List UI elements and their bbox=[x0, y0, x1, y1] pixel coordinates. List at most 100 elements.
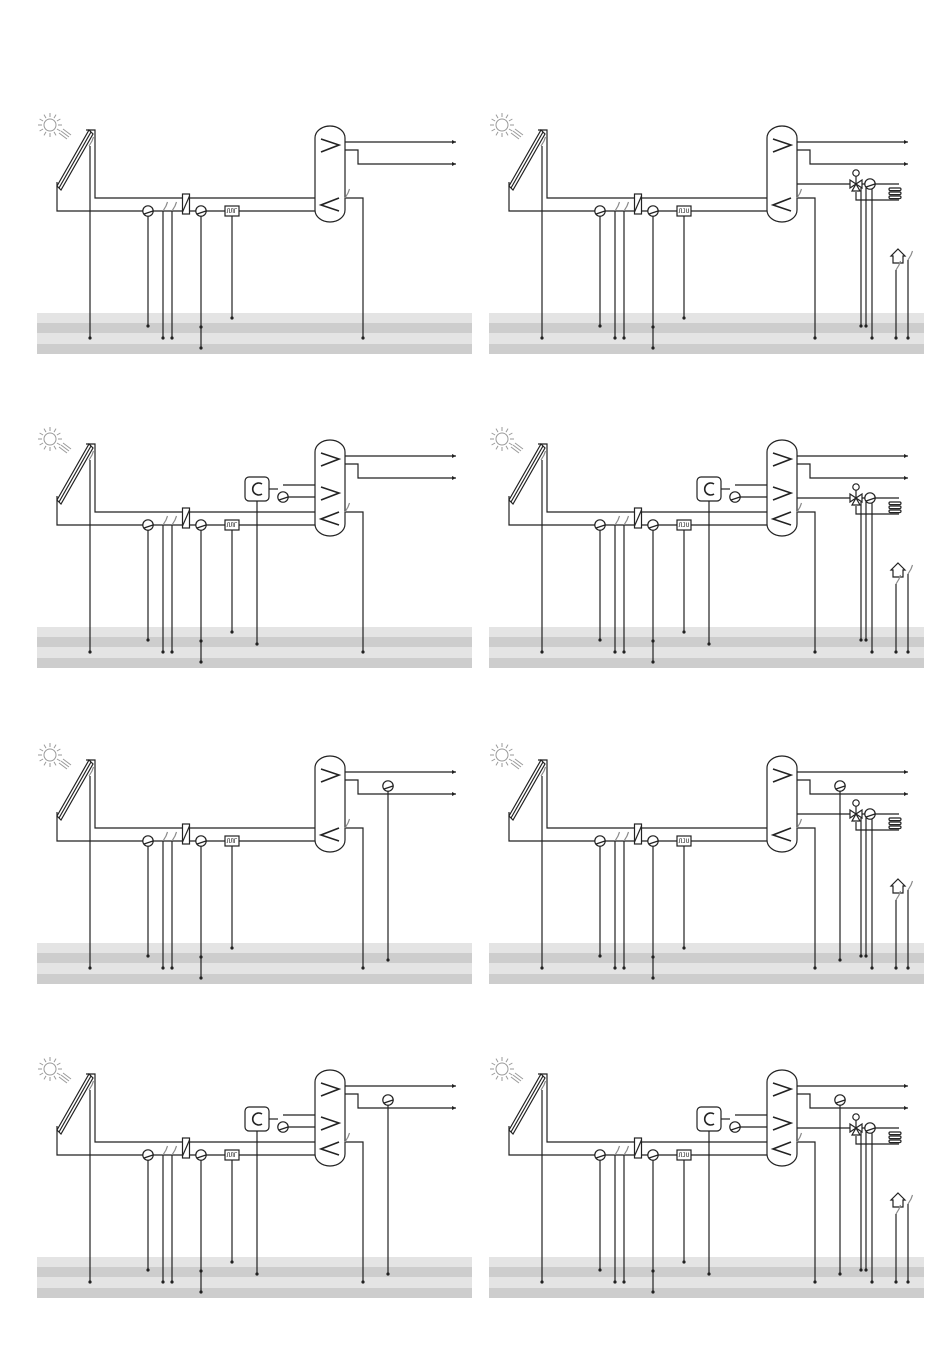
pump-icon bbox=[865, 809, 875, 819]
pump-icon bbox=[143, 836, 153, 846]
wire-terminal-dot bbox=[170, 336, 173, 339]
controller-symbol: ЛJU bbox=[679, 1152, 690, 1159]
collector-icon bbox=[509, 444, 545, 504]
band-bottom bbox=[489, 344, 924, 354]
wire-terminal-dot bbox=[386, 1272, 389, 1275]
band-middle bbox=[489, 1267, 924, 1277]
temperature-sensor-icon bbox=[797, 503, 802, 512]
pipe-line bbox=[59, 446, 91, 502]
band-middle bbox=[489, 953, 924, 963]
collector-icon bbox=[57, 130, 93, 190]
pipe-line bbox=[511, 762, 543, 818]
controller-symbol: ЛJU bbox=[679, 208, 690, 215]
controller-symbol: ЛЛГ bbox=[227, 838, 238, 845]
wire-terminal-dot bbox=[170, 650, 173, 653]
wire-terminal-dot bbox=[361, 1280, 364, 1283]
wire-terminal-dot bbox=[146, 324, 149, 327]
band-top bbox=[489, 313, 924, 323]
collector-icon bbox=[57, 444, 93, 504]
band-top bbox=[37, 1257, 472, 1267]
wire-terminal-dot bbox=[255, 642, 258, 645]
wire-terminal-dot bbox=[859, 954, 862, 957]
wire-terminal-dot bbox=[199, 325, 202, 328]
temperature-sensor-icon bbox=[615, 516, 620, 525]
band-lower bbox=[37, 333, 472, 344]
sun-icon bbox=[490, 1057, 523, 1083]
pump-icon bbox=[383, 781, 393, 791]
pipe-line bbox=[511, 446, 543, 502]
radiator-icon bbox=[889, 502, 901, 513]
temperature-sensor-icon bbox=[624, 202, 629, 211]
temperature-sensor-icon bbox=[172, 832, 177, 841]
controller-symbol: ЛЛГ bbox=[227, 1152, 238, 1159]
wire-terminal-dot bbox=[230, 1260, 233, 1263]
mixing-valve-icon bbox=[850, 170, 862, 191]
wire-terminal-dot bbox=[906, 650, 909, 653]
band-middle bbox=[37, 953, 472, 963]
controller-symbol: ЛJU bbox=[679, 838, 690, 845]
sun-icon bbox=[490, 743, 523, 769]
sun-icon bbox=[38, 113, 71, 139]
band-top bbox=[37, 627, 472, 637]
pipe-line bbox=[538, 760, 767, 828]
boiler-icon bbox=[245, 477, 269, 501]
wire-terminal-dot bbox=[894, 336, 897, 339]
pump-icon bbox=[196, 836, 206, 846]
wire-terminal-dot bbox=[161, 336, 164, 339]
sun-icon bbox=[490, 113, 523, 139]
wire-terminal-dot bbox=[906, 1280, 909, 1283]
sun-icon bbox=[38, 1057, 71, 1083]
controller-symbol: ЛJU bbox=[679, 522, 690, 529]
controller-symbol: ЛЛГ bbox=[227, 208, 238, 215]
pipe-line bbox=[345, 150, 456, 164]
arrow-head bbox=[904, 1084, 908, 1088]
collector-icon bbox=[57, 760, 93, 820]
temperature-sensor-icon bbox=[615, 1146, 620, 1155]
flow-meter-icon: ЛJU bbox=[677, 836, 691, 846]
pump-icon bbox=[865, 1123, 875, 1133]
collector-icon bbox=[57, 1074, 93, 1134]
temperature-sensor-icon bbox=[615, 202, 620, 211]
wire-terminal-dot bbox=[540, 336, 543, 339]
arrow-head bbox=[904, 140, 908, 144]
arrow-head bbox=[452, 454, 456, 458]
temperature-sensor-icon bbox=[345, 1133, 350, 1142]
arrow-head bbox=[452, 476, 456, 480]
collector-icon bbox=[509, 130, 545, 190]
pump-icon bbox=[278, 492, 288, 502]
wire-terminal-dot bbox=[682, 630, 685, 633]
arrow-head bbox=[452, 770, 456, 774]
band-lower bbox=[489, 963, 924, 974]
band-lower bbox=[489, 647, 924, 658]
wire-terminal-dot bbox=[813, 966, 816, 969]
pipe-line bbox=[86, 130, 315, 198]
band-middle bbox=[37, 637, 472, 647]
band-lower bbox=[489, 1277, 924, 1288]
collector-icon bbox=[509, 1074, 545, 1134]
wire-terminal-dot bbox=[651, 639, 654, 642]
wire-terminal-dot bbox=[598, 324, 601, 327]
heat-exchanger-icon bbox=[183, 508, 190, 528]
wire-terminal-dot bbox=[161, 1280, 164, 1283]
temperature-sensor-icon bbox=[172, 1146, 177, 1155]
pipe-line bbox=[797, 1094, 908, 1108]
temperature-sensor-icon bbox=[172, 516, 177, 525]
pump-icon bbox=[196, 520, 206, 530]
temperature-sensor-icon bbox=[163, 516, 168, 525]
schematic-panel-p8: ЛJU bbox=[489, 1057, 924, 1298]
band-top bbox=[37, 313, 472, 323]
wire-terminal-dot bbox=[598, 954, 601, 957]
wire-terminal-dot bbox=[622, 650, 625, 653]
temperature-sensor-icon bbox=[345, 819, 350, 828]
arrow-head bbox=[904, 1106, 908, 1110]
pump-icon bbox=[143, 1150, 153, 1160]
band-bottom bbox=[489, 658, 924, 668]
boiler-icon bbox=[697, 1107, 721, 1131]
pump-icon bbox=[143, 520, 153, 530]
pump-icon bbox=[865, 493, 875, 503]
wire-terminal-dot bbox=[598, 638, 601, 641]
mixing-valve-icon bbox=[850, 1114, 862, 1135]
controller-symbol: ЛЛГ bbox=[227, 522, 238, 529]
band-top bbox=[489, 943, 924, 953]
wire-terminal-dot bbox=[838, 1272, 841, 1275]
